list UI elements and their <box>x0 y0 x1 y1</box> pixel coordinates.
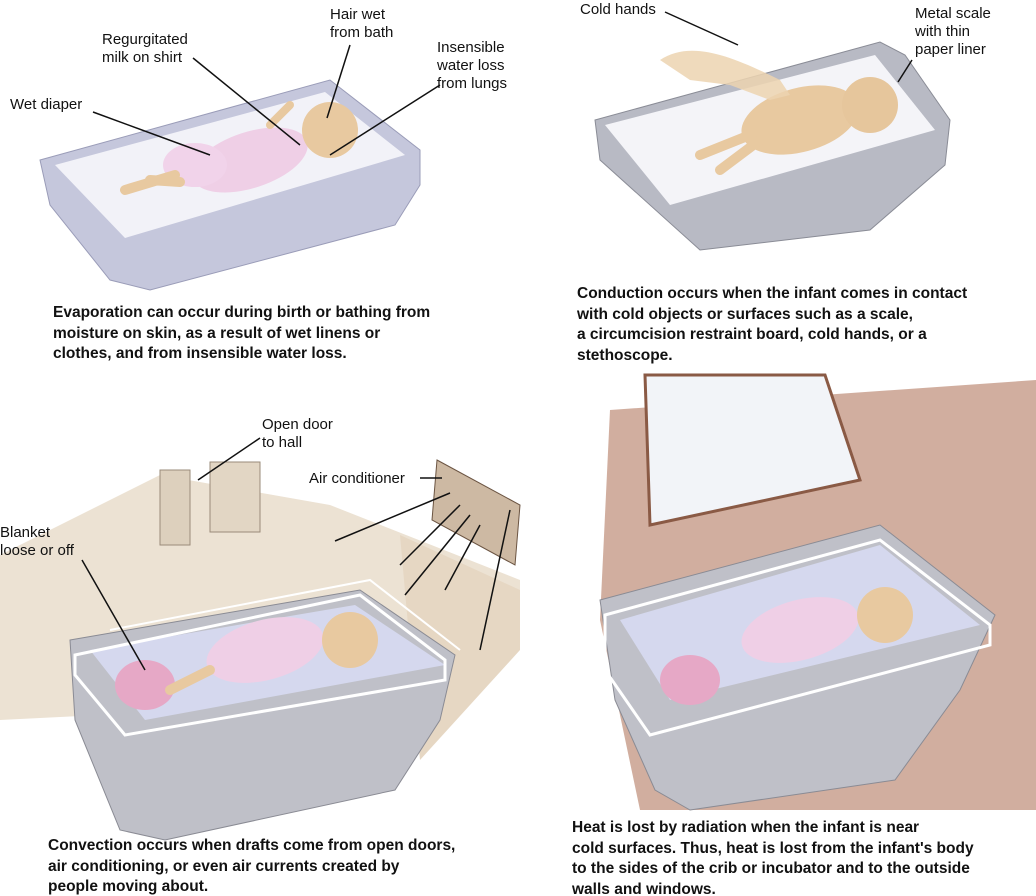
label-blanket: Blanket loose or off <box>0 524 74 560</box>
caption-line: cold surfaces. Thus, heat is lost from t… <box>572 839 974 857</box>
label-line: Blanket <box>0 524 51 541</box>
label-line: Wet diaper <box>10 96 83 113</box>
label-cold-hands: Cold hands <box>580 1 656 19</box>
caption-convection: Convection occurs when drafts come from … <box>48 836 455 896</box>
caption-line: a circumcision restraint board, cold han… <box>577 326 927 343</box>
label-insensible-water-loss: Insensible water loss from lungs <box>437 39 507 93</box>
label-line: Hair wet <box>330 6 386 23</box>
label-metal-scale: Metal scale with thin paper liner <box>915 5 991 59</box>
radiation-illustration <box>599 373 1036 811</box>
caption-line: moisture on skin, as a result of wet lin… <box>53 324 381 342</box>
cold-hand <box>660 50 790 100</box>
conduction-leader-lines <box>664 11 913 83</box>
evaporation-illustration <box>39 79 421 291</box>
conduction-illustration <box>594 41 951 251</box>
caption-line: with cold objects or surfaces such as a … <box>577 305 913 323</box>
label-line: Metal scale <box>915 5 991 22</box>
label-line: Open door <box>262 416 333 433</box>
label-line: Cold hands <box>580 1 656 18</box>
label-wet-diaper: Wet diaper <box>10 96 82 114</box>
label-line: from lungs <box>437 75 508 92</box>
air-conditioner-vent <box>431 459 521 566</box>
label-line: water loss <box>437 57 505 74</box>
label-line: from bath <box>330 24 394 41</box>
caption-line: walls and windows. <box>572 880 716 896</box>
convection-leader-lines <box>81 437 511 671</box>
caption-line: to the sides of the crib or incubator an… <box>572 860 970 877</box>
caption-line: Conduction occurs when the infant comes … <box>577 285 968 302</box>
baby-conduction <box>695 77 898 175</box>
label-open-door: Open door to hall <box>262 416 333 452</box>
caption-line: people moving about. <box>48 878 209 895</box>
label-regurgitated-milk: Regurgitated milk on shirt <box>102 31 188 67</box>
convection-illustration <box>0 459 521 841</box>
caption-conduction: Conduction occurs when the infant comes … <box>577 284 967 366</box>
label-hair-wet: Hair wet from bath <box>330 6 393 42</box>
caption-line: clothes, and from insensible water loss. <box>53 345 347 362</box>
label-line: Regurgitated <box>102 31 188 48</box>
evaporation-leader-lines <box>92 44 441 156</box>
baby-convection <box>115 612 378 710</box>
label-line: loose or off <box>0 542 74 559</box>
door <box>159 469 191 546</box>
caption-line: Convection occurs when drafts come from … <box>48 837 456 854</box>
caption-line: air conditioning, or even air currents c… <box>48 857 400 875</box>
label-line: Air conditioner <box>309 470 405 487</box>
label-line: with thin <box>915 23 971 40</box>
blanket <box>115 660 175 710</box>
label-line: milk on shirt <box>102 49 183 66</box>
label-air-conditioner: Air conditioner <box>309 470 405 488</box>
window <box>643 373 862 527</box>
caption-line: Heat is lost by radiation when the infan… <box>572 819 920 836</box>
label-line: paper liner <box>915 41 986 58</box>
caption-evaporation: Evaporation can occur during birth or ba… <box>53 303 430 365</box>
baby-radiation <box>660 587 913 705</box>
baby-evaporation <box>120 101 358 195</box>
caption-line: stethoscope. <box>577 346 673 364</box>
label-line: Insensible <box>437 39 505 56</box>
caption-line: Evaporation can occur during birth or ba… <box>53 304 431 321</box>
caption-radiation: Heat is lost by radiation when the infan… <box>572 818 974 896</box>
label-line: to hall <box>262 434 303 451</box>
